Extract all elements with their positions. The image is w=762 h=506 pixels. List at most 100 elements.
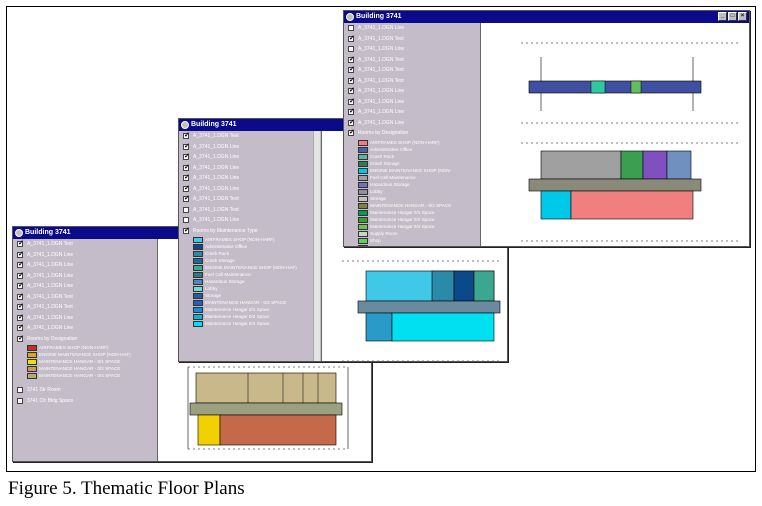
layer-checkbox[interactable]: [17, 397, 23, 404]
layer-row[interactable]: ✓A_3741_1.DGN Line: [179, 142, 321, 153]
layer-row[interactable]: ✓A_3741_1.DGN Line: [344, 97, 480, 108]
legend-swatch: [358, 244, 368, 246]
layer-checkbox[interactable]: ✓: [17, 250, 24, 258]
layer-row[interactable]: ✓A_3741_1.DGN Line: [179, 163, 321, 174]
close-button[interactable]: ×: [738, 12, 747, 21]
layer-checkbox[interactable]: ✓: [183, 132, 190, 139]
layer-checkbox[interactable]: ✓: [183, 174, 190, 181]
layer-row[interactable]: ✓A_3741_1.DGN Text: [13, 239, 157, 250]
layer-row[interactable]: ✓A_3741_1.DGN Line: [179, 152, 321, 163]
layer-row[interactable]: ✓A_3741_1.DGN Line: [344, 86, 480, 97]
layer-checkbox[interactable]: ✓: [348, 118, 355, 126]
layer-checkbox[interactable]: ✓: [348, 34, 355, 42]
layer-checkbox[interactable]: [348, 25, 354, 31]
legend-item: Maintenance Hangar 0/1 Space: [179, 306, 321, 313]
layer-row[interactable]: 3741 Str Room: [13, 385, 157, 396]
layer-row[interactable]: ✓A_3741_1.DGN Text: [344, 76, 480, 87]
legend-item: Administrative Office: [344, 146, 480, 153]
layer-row[interactable]: ✓A_3741_1.DGN Text: [344, 65, 480, 76]
layer-checkbox[interactable]: ✓: [348, 66, 355, 73]
layer-row[interactable]: A_3741_1.DGN Text: [179, 205, 321, 216]
layer-row[interactable]: A_3741_1.DGN Line: [344, 44, 480, 55]
vertical-scrollbar[interactable]: [313, 131, 320, 361]
layer-row[interactable]: ✓A_3741_1.DGN Line: [13, 281, 157, 292]
layer-checkbox[interactable]: ✓: [348, 76, 355, 84]
legend-item: MAINTENANCE HANGAR - 0/4 SPACE: [13, 372, 157, 379]
legend-swatch: [358, 237, 368, 244]
layer-row[interactable]: A_3741_1.DGN Line: [344, 23, 480, 34]
legend-swatch: [358, 153, 368, 160]
layer-checkbox[interactable]: [183, 217, 189, 223]
layer-row[interactable]: ✓A_3741_1.DGN Line: [179, 184, 321, 195]
legend-swatch: [193, 321, 203, 327]
legend-label: Maintenance Hangar 0/1 Space: [205, 307, 270, 312]
layer-row[interactable]: ✓A_3741_1.DGN Line: [344, 107, 480, 118]
legend-swatch: [358, 139, 368, 146]
floor-plan-designation: [187, 366, 349, 450]
legend-title-row[interactable]: ✓Rooms by Designation: [13, 334, 157, 345]
layer-checkbox[interactable]: ✓: [17, 334, 24, 342]
legend-item: Hazardous Storage: [344, 181, 480, 188]
layer-checkbox[interactable]: ✓: [348, 108, 355, 115]
layer-checkbox[interactable]: ✓: [348, 129, 355, 136]
layer-checkbox[interactable]: ✓: [17, 261, 24, 268]
layer-row[interactable]: ✓A_3741_1.DGN Line: [13, 250, 157, 261]
legend-swatch: [358, 223, 368, 230]
layer-checkbox[interactable]: ✓: [348, 97, 355, 105]
layer-label: A_3741_1.DGN Line: [193, 164, 240, 171]
legend-label: Crash Rack: [205, 251, 229, 256]
legend-label: Fuel Cell Maintenance: [370, 174, 416, 180]
layer-row[interactable]: ✓A_3741_1.DGN Text: [13, 302, 157, 313]
layer-checkbox[interactable]: ✓: [17, 324, 24, 331]
layer-row[interactable]: ✓A_3741_1.DGN Text: [13, 292, 157, 303]
layer-row[interactable]: ✓A_3741_1.DGN Line: [13, 260, 157, 271]
layer-checkbox[interactable]: [17, 387, 23, 393]
layer-checkbox[interactable]: ✓: [183, 153, 190, 160]
window-title: Building 3741: [25, 229, 71, 236]
layer-row[interactable]: ✓A_3741_1.DGN Line: [13, 313, 157, 324]
legend-item: Crash Rack: [179, 250, 321, 257]
layer-row[interactable]: ✓A_3741_1.DGN Line: [13, 271, 157, 282]
layer-checkbox[interactable]: ✓: [183, 226, 190, 234]
legend-title-row[interactable]: ✓Rooms by Designation: [344, 128, 480, 139]
layer-row[interactable]: ✓A_3741_1.DGN Text: [179, 194, 321, 205]
maximize-button[interactable]: □: [728, 12, 737, 21]
layer-label: A_3741_1.DGN Text: [193, 133, 239, 139]
layer-row[interactable]: A_3741_1.DGN Line: [179, 215, 321, 226]
layer-row[interactable]: ✓A_3741_1.DGN Text: [344, 34, 480, 45]
layer-checkbox[interactable]: ✓: [17, 271, 24, 279]
layer-row[interactable]: ✓A_3741_1.DGN Line: [13, 323, 157, 334]
legend-label: ENGINE MAINTENANCE SHOP (NON-HAF): [39, 352, 131, 357]
legend-title-row[interactable]: ✓Rooms by Maintenance Type: [179, 226, 321, 237]
layer-checkbox[interactable]: ✓: [17, 240, 24, 247]
layer-checkbox[interactable]: ✓: [183, 142, 190, 150]
layer-checkbox[interactable]: ✓: [348, 55, 355, 63]
layer-checkbox[interactable]: ✓: [183, 195, 190, 202]
layer-row[interactable]: ✓A_3741_1.DGN Text: [179, 131, 321, 142]
legend-label: Hazardous Storage: [370, 181, 410, 187]
minimize-button[interactable]: _: [718, 12, 727, 21]
legend-item: Supply Room: [344, 230, 480, 237]
layer-row[interactable]: ✓A_3741_1.DGN Line: [344, 118, 480, 129]
layer-checkbox[interactable]: ✓: [17, 292, 24, 300]
layer-checkbox[interactable]: ✓: [348, 87, 355, 94]
legend-swatch: [27, 366, 37, 372]
layer-row[interactable]: ✓A_3741_1.DGN Text: [344, 55, 480, 66]
floor-plan-map[interactable]: [481, 23, 749, 246]
layer-checkbox[interactable]: ✓: [183, 184, 190, 192]
layer-checkbox[interactable]: ✓: [17, 313, 24, 321]
legend-item: Storage: [344, 244, 480, 246]
layer-checkbox[interactable]: ✓: [17, 303, 24, 310]
window-title-bar[interactable]: Building 3741 _ □ ×: [344, 11, 749, 23]
layer-row[interactable]: ✓A_3741_1.DGN Line: [179, 173, 321, 184]
layer-checkbox[interactable]: [183, 206, 189, 213]
layer-row[interactable]: 3741 Ctr Bldg Space: [13, 396, 157, 407]
legend-item: Fuel Cell Maintenance: [344, 174, 480, 181]
legend-item: AIRFRAMES SHOP (NON-HARF): [13, 344, 157, 351]
layer-checkbox[interactable]: [348, 46, 354, 52]
layer-checkbox[interactable]: ✓: [17, 282, 24, 289]
layer-checkbox[interactable]: ✓: [183, 163, 190, 171]
layer-label: A_3741_1.DGN Line: [358, 109, 405, 115]
layer-label: A_3741_1.DGN Text: [358, 67, 404, 73]
legend-item: Crash Rack: [344, 153, 480, 160]
